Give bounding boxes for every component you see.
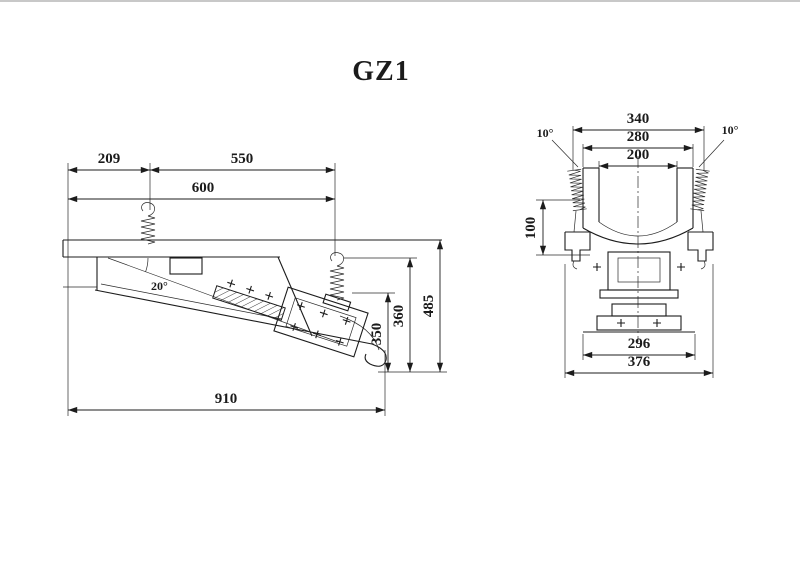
dim-296: 296 — [583, 336, 695, 359]
dim-360: 360 — [391, 258, 414, 372]
magnet-housing — [583, 251, 695, 333]
dim-200-label: 200 — [627, 147, 650, 163]
dim-376: 376 — [565, 354, 713, 377]
angle-10-right-label: 10° — [722, 123, 739, 137]
isolation-spring-left — [567, 168, 587, 212]
dim-600-label: 600 — [192, 180, 215, 196]
dim-910: 910 — [68, 391, 385, 414]
mounting-frame — [62, 239, 442, 288]
side-view: 20° — [62, 151, 447, 416]
hanger-bracket-left — [564, 231, 591, 270]
suspension-spring-front — [140, 202, 156, 245]
angle-20-label: 20° — [151, 279, 168, 293]
dim-376-label: 376 — [628, 354, 651, 370]
dim-600: 600 — [68, 180, 335, 203]
armature-bar — [212, 277, 286, 321]
trough-section — [582, 167, 694, 245]
dim-340-label: 340 — [627, 111, 650, 127]
dim-550: 550 — [150, 151, 335, 174]
dim-280: 280 — [583, 129, 693, 152]
dim-296-label: 296 — [628, 336, 651, 352]
angle-10-left-label: 10° — [537, 126, 554, 140]
dim-350-label: 350 — [369, 323, 385, 346]
electromagnet-drive — [273, 286, 369, 358]
dim-350: 350 — [369, 293, 392, 372]
dim-485-label: 485 — [421, 295, 437, 318]
dim-485: 485 — [421, 240, 444, 372]
suspension-spring-rear — [322, 252, 352, 312]
dim-200: 200 — [599, 147, 677, 170]
hanger-bracket-right — [687, 231, 714, 270]
dim-550-label: 550 — [231, 151, 254, 167]
dim-209: 209 — [68, 151, 150, 174]
side-extension-lines — [67, 163, 447, 416]
dim-209-label: 209 — [98, 151, 121, 167]
dim-910-label: 910 — [215, 391, 238, 407]
drawing-title: GZ1 — [352, 56, 409, 87]
dim-100: 100 — [523, 200, 547, 255]
discharge-lip — [364, 343, 387, 367]
dim-100-label: 100 — [523, 217, 539, 240]
front-view: 10° 10° 340 280 — [523, 111, 739, 378]
dim-280-label: 280 — [627, 129, 650, 145]
inspection-port — [169, 257, 203, 275]
dim-360-label: 360 — [391, 305, 407, 328]
angle-leaders: 10° 10° — [537, 123, 739, 168]
dim-340: 340 — [573, 111, 704, 134]
isolation-spring-right — [690, 168, 710, 212]
